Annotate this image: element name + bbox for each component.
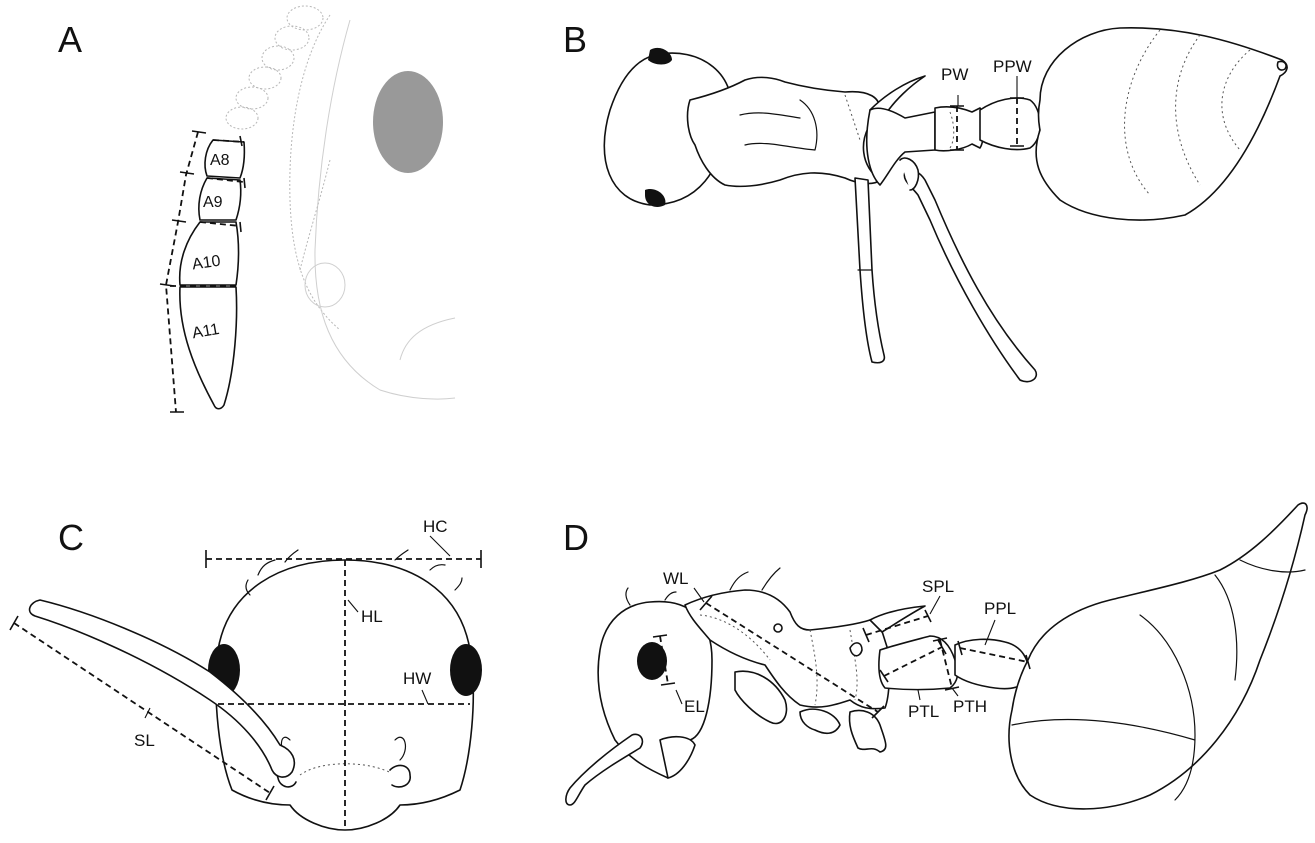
label-ptl: PTL	[908, 702, 939, 721]
head-outline-faint	[289, 14, 341, 331]
label-a9: A9	[203, 194, 223, 211]
measure-ppl	[959, 647, 1029, 663]
label-wl: WL	[663, 569, 689, 588]
panel-a: A A8 A9 A10 A11	[58, 5, 456, 413]
funiculus-segments-faint	[225, 5, 324, 130]
measure-ptl	[883, 646, 943, 677]
panel-c: C HC HL HW SL	[9, 517, 482, 831]
panel-b: B PW PPW	[563, 19, 1288, 383]
label-el: EL	[684, 697, 705, 716]
label-hl: HL	[361, 607, 383, 626]
label-ppl: PPL	[984, 599, 1016, 618]
label-a10: A10	[191, 253, 222, 274]
scape	[28, 599, 296, 778]
eye-lateral	[637, 642, 667, 680]
panel-d-letter: D	[563, 517, 589, 558]
label-spl: SPL	[922, 577, 954, 596]
label-hw: HW	[403, 669, 431, 688]
eye-dorsal-top	[648, 47, 672, 65]
postpetiole-lateral	[954, 638, 1030, 690]
clypeus-outline	[399, 317, 456, 361]
mesosoma-lateral	[684, 589, 891, 710]
panel-b-letter: B	[563, 19, 587, 60]
antennal-socket	[304, 262, 346, 308]
measure-club-length	[165, 131, 199, 413]
label-pw: PW	[941, 65, 968, 84]
hind-coxa	[848, 709, 887, 753]
fore-coxa	[734, 670, 788, 725]
segment-a8	[204, 139, 246, 179]
petiole-dorsal	[934, 105, 985, 152]
segment-a11	[179, 286, 238, 410]
compound-eye	[373, 71, 443, 173]
gaster-lateral	[1008, 502, 1308, 810]
mesosoma-dorsal	[686, 76, 881, 188]
scape-faint	[299, 159, 331, 271]
measure-el	[659, 635, 669, 685]
label-pth: PTH	[953, 697, 987, 716]
panel-d: D	[563, 502, 1308, 810]
measure-pth	[939, 639, 953, 689]
label-hc: HC	[423, 517, 448, 536]
segment-a9	[198, 177, 242, 221]
label-a11: A11	[191, 321, 221, 342]
eye-dorsal-bottom	[645, 189, 666, 207]
label-ppw: PPW	[993, 57, 1032, 76]
measure-sl	[13, 622, 271, 794]
gaster-dorsal	[1035, 27, 1288, 221]
propodeal-spine	[869, 75, 926, 116]
antenna-lateral	[565, 733, 644, 806]
propodeum-dorsal	[865, 107, 936, 186]
label-a8: A8	[210, 152, 230, 169]
eye-right	[450, 644, 482, 696]
panel-c-letter: C	[58, 517, 84, 558]
panel-a-letter: A	[58, 19, 82, 60]
mandible-lateral	[659, 735, 696, 779]
head-outline-right	[314, 19, 456, 400]
leg-hind-dorsal	[903, 169, 1038, 383]
measure-wl	[705, 602, 879, 713]
label-sl: SL	[134, 731, 155, 750]
mid-coxa	[799, 708, 841, 735]
measure-spl	[865, 615, 929, 636]
postpetiole-dorsal	[979, 97, 1041, 151]
segment-a10	[178, 221, 240, 286]
